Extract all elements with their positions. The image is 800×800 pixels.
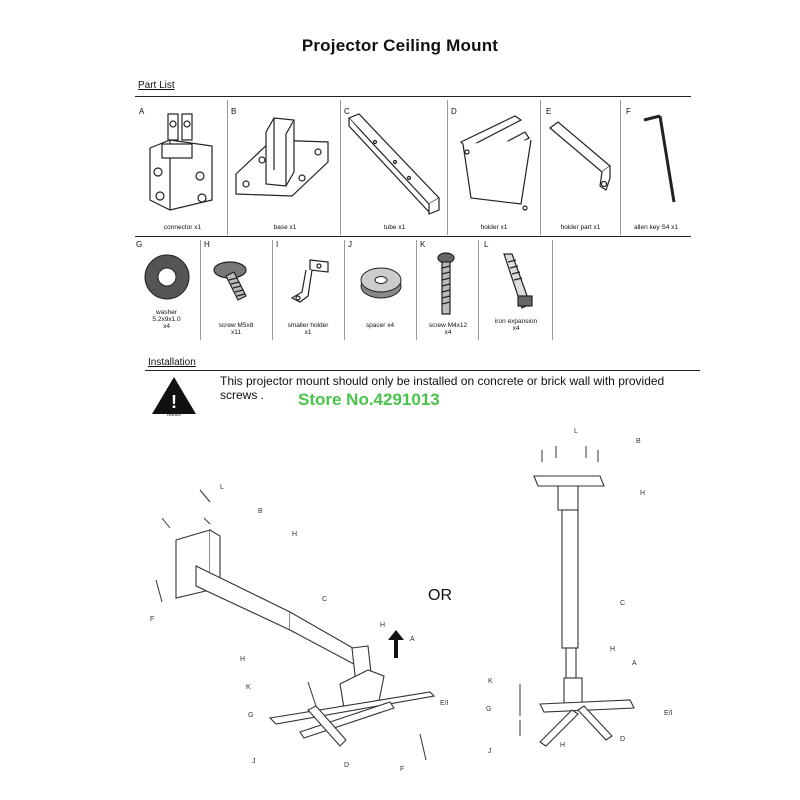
cell-divider xyxy=(416,240,417,340)
wall-mount-diagram xyxy=(155,489,436,761)
part-list-heading: Part List xyxy=(138,80,175,91)
callout-label: D xyxy=(344,762,350,769)
holder-part-illustration xyxy=(549,121,611,191)
cell-divider xyxy=(552,240,553,340)
part-caption-a: connector x1 xyxy=(163,224,202,231)
callout-label: D xyxy=(620,736,626,743)
callout-label: C xyxy=(322,596,328,603)
part-letter-c: C xyxy=(344,107,350,116)
callout-label: L xyxy=(574,428,578,435)
callout-label: E/I xyxy=(440,700,449,707)
cell-divider xyxy=(620,100,621,235)
spacer-illustration xyxy=(360,267,402,299)
part-table-middle-rule xyxy=(135,236,691,237)
callout-label: A xyxy=(410,636,415,643)
part-caption-f: allen key S4 x1 xyxy=(633,224,679,231)
allen-key-illustration xyxy=(643,114,676,203)
screw-m4-illustration xyxy=(437,252,455,315)
part-letter-f: F xyxy=(626,107,631,116)
smaller-holder-illustration xyxy=(290,259,329,303)
cell-divider xyxy=(200,240,201,340)
callout-label: F xyxy=(150,616,155,623)
base-illustration xyxy=(235,117,329,197)
or-label: OR xyxy=(428,587,452,604)
tube-illustration xyxy=(347,113,440,215)
callout-label: H xyxy=(292,531,298,538)
part-letter-a: A xyxy=(139,107,145,116)
callout-label: B xyxy=(258,508,263,515)
svg-text:!: ! xyxy=(171,392,177,412)
part-caption-b: base x1 xyxy=(273,224,297,231)
cell-divider xyxy=(272,240,273,340)
callout-label: A xyxy=(632,660,637,667)
callout-label: H xyxy=(640,490,646,497)
connector-illustration xyxy=(149,113,213,211)
page-title: Projector Ceiling Mount xyxy=(301,36,499,55)
callout-label: E/I xyxy=(664,710,673,717)
part-letter-e: E xyxy=(546,107,552,116)
screw-m5-illustration xyxy=(213,261,247,301)
part-letter-k: K xyxy=(420,240,426,249)
notice-label: Notice xyxy=(166,412,182,418)
cell-divider xyxy=(478,240,479,340)
part-caption-e: holder part x1 xyxy=(560,224,601,231)
part-letter-d: D xyxy=(451,107,457,116)
callout-label: J xyxy=(488,748,492,755)
iron-expansion-illustration xyxy=(503,253,533,309)
part-table-top-rule xyxy=(135,96,691,97)
callout-label: L xyxy=(220,484,224,491)
part-letter-b: B xyxy=(231,107,237,116)
cell-divider xyxy=(227,100,228,235)
callout-label: B xyxy=(636,438,641,445)
callout-label: H xyxy=(240,656,246,663)
cell-divider xyxy=(340,100,341,235)
part-caption-d: holder x1 xyxy=(480,224,508,231)
part-letter-j: J xyxy=(348,240,352,249)
cell-divider xyxy=(344,240,345,340)
callout-label: F xyxy=(400,766,405,773)
callout-label: H xyxy=(380,622,386,629)
callout-label: G xyxy=(248,712,254,719)
part-letter-h: H xyxy=(204,240,210,249)
part-caption-c: tube x1 xyxy=(383,224,406,231)
callout-label: K xyxy=(246,684,251,691)
holder-illustration xyxy=(459,115,532,211)
callout-label: K xyxy=(488,678,493,685)
callout-label: H xyxy=(610,646,616,653)
ceiling-mount-diagram xyxy=(519,446,635,747)
part-letter-g: G xyxy=(136,240,143,249)
callout-label: C xyxy=(620,600,626,607)
installation-rule xyxy=(145,370,700,371)
notice-text: This projector mount should only be inst… xyxy=(220,374,665,402)
part-letter-i: I xyxy=(276,240,279,249)
washer-illustration xyxy=(144,254,190,300)
part-caption-j: spacer x4 xyxy=(365,322,395,329)
cell-divider xyxy=(447,100,448,235)
callout-label: J xyxy=(252,758,256,765)
callout-label: H xyxy=(560,742,566,749)
part-letter-l: L xyxy=(484,240,489,249)
callout-label: G xyxy=(486,706,492,713)
cell-divider xyxy=(540,100,541,235)
warning-icon: ! xyxy=(150,374,198,422)
store-watermark: Store No.4291013 xyxy=(298,390,440,409)
installation-heading: Installation xyxy=(148,357,196,368)
